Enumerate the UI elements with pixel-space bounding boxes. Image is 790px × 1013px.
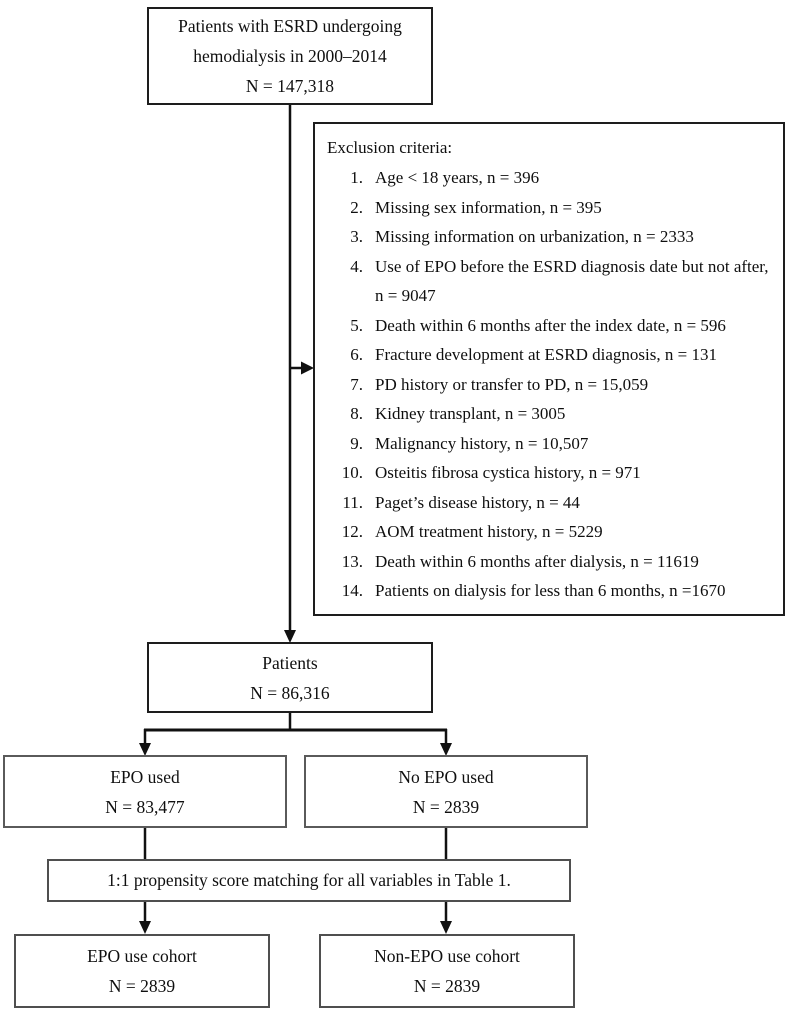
exclusion-item-number: 8.: [350, 404, 363, 423]
exclusion-item-text: Use of EPO before the ESRD diagnosis dat…: [375, 256, 769, 306]
exclusion-item-text: Death within 6 months after dialysis, n …: [375, 551, 699, 571]
exclusion-item: 11. Paget’s disease history, n = 44: [327, 488, 771, 518]
no-epo-used-count: N = 2839: [412, 796, 480, 817]
exclusion-item-number: 2.: [350, 197, 363, 217]
exclusion-item: 2. Missing sex information, n = 395: [327, 193, 771, 223]
top-population-line2: hemodialysis in 2000–2014: [193, 46, 387, 66]
exclusion-item-text: Age < 18 years, n = 396: [375, 168, 540, 187]
exclusion-item-text: Kidney transplant, n = 3005: [375, 404, 566, 423]
top-population-line1: Patients with ESRD undergoing: [178, 16, 402, 36]
exclusion-item-number: 11.: [342, 492, 363, 512]
exclusion-item: 5. Death within 6 months after the index …: [327, 311, 771, 341]
exclusion-item: 12. AOM treatment history, n = 5229: [327, 517, 771, 547]
exclusion-item: 3. Missing information on urbanization, n…: [327, 222, 771, 252]
exclusion-item-text: Missing sex information, n = 395: [375, 197, 602, 217]
exclusion-item-text: Paget’s disease history, n = 44: [375, 492, 580, 512]
epo-used-label: EPO used: [110, 766, 180, 787]
exclusion-item-text: Death within 6 months after the index da…: [375, 315, 726, 335]
exclusion-item: 8. Kidney transplant, n = 3005: [327, 399, 771, 429]
arrowhead-into-non-epo-cohort: [440, 921, 452, 934]
propensity-matching-box: 1:1 propensity score matching for all va…: [47, 859, 571, 902]
exclusion-item: 1. Age < 18 years, n = 396: [327, 163, 771, 193]
exclusion-item: 7. PD history or transfer to PD, n = 15,0…: [327, 370, 771, 400]
epo-used-count: N = 83,477: [105, 796, 185, 817]
exclusion-item-number: 3.: [350, 227, 363, 246]
exclusion-item-number: 12.: [341, 522, 363, 541]
exclusion-item: 9. Malignancy history, n = 10,507: [327, 429, 771, 459]
exclusion-item-text: Fracture development at ESRD diagnosis, …: [375, 345, 717, 364]
exclusion-item: 4. Use of EPO before the ESRD diagnosis d…: [327, 252, 771, 311]
exclusion-item-number: 10.: [341, 463, 363, 482]
exclusion-item-number: 5.: [350, 315, 363, 335]
exclusion-item-text: Osteitis fibrosa cystica history, n = 97…: [375, 463, 641, 482]
arrowhead-into-epo-cohort: [139, 921, 151, 934]
exclusion-item-text: Patients on dialysis for less than 6 mon…: [375, 581, 726, 600]
patients-count: N = 86,316: [250, 682, 330, 703]
exclusion-item-text: AOM treatment history, n = 5229: [375, 522, 603, 541]
exclusion-item-number: 4.: [350, 256, 363, 276]
no-epo-used-box: No EPO used N = 2839: [304, 755, 588, 828]
exclusion-item-number: 1.: [350, 168, 363, 187]
exclusion-item: 10. Osteitis fibrosa cystica history, n =…: [327, 458, 771, 488]
top-population-box: Patients with ESRD undergoing hemodialys…: [147, 7, 433, 105]
exclusion-criteria-list: 1. Age < 18 years, n = 396 2. Missing sex i…: [327, 163, 771, 606]
propensity-matching-text: 1:1 propensity score matching for all va…: [107, 870, 511, 890]
exclusion-criteria-box: Exclusion criteria: 1. Age < 18 years, n …: [313, 122, 785, 616]
epo-use-cohort-label: EPO use cohort: [87, 946, 197, 966]
exclusion-criteria-title: Exclusion criteria:: [327, 138, 453, 157]
exclusion-item-number: 13.: [341, 551, 363, 571]
epo-used-box: EPO used N = 83,477: [3, 755, 287, 828]
patients-box: Patients N = 86,316: [147, 642, 433, 713]
exclusion-item-text: PD history or transfer to PD, n = 15,059: [375, 374, 649, 394]
exclusion-item: 13. Death within 6 months after dialysis,…: [327, 547, 771, 577]
exclusion-item: 6. Fracture development at ESRD diagnosis…: [327, 340, 771, 370]
patients-label: Patients: [262, 652, 318, 673]
non-epo-use-cohort-box: Non-EPO use cohort N = 2839: [319, 934, 575, 1008]
non-epo-use-cohort-label: Non-EPO use cohort: [374, 946, 520, 966]
top-population-count: N = 147,318: [245, 76, 335, 96]
exclusion-item: 14. Patients on dialysis for less than 6 …: [327, 576, 771, 606]
exclusion-item-number: 9.: [350, 433, 363, 453]
exclusion-item-number: 7.: [350, 374, 363, 394]
no-epo-used-label: No EPO used: [398, 766, 494, 787]
exclusion-item-number: 6.: [350, 345, 363, 364]
exclusion-item-number: 14.: [341, 581, 363, 600]
epo-use-cohort-count: N = 2839: [108, 976, 176, 996]
exclusion-item-text: Malignancy history, n = 10,507: [375, 433, 589, 453]
non-epo-use-cohort-count: N = 2839: [413, 976, 481, 996]
exclusion-item-text: Missing information on urbanization, n =…: [375, 227, 694, 246]
epo-use-cohort-box: EPO use cohort N = 2839: [14, 934, 270, 1008]
